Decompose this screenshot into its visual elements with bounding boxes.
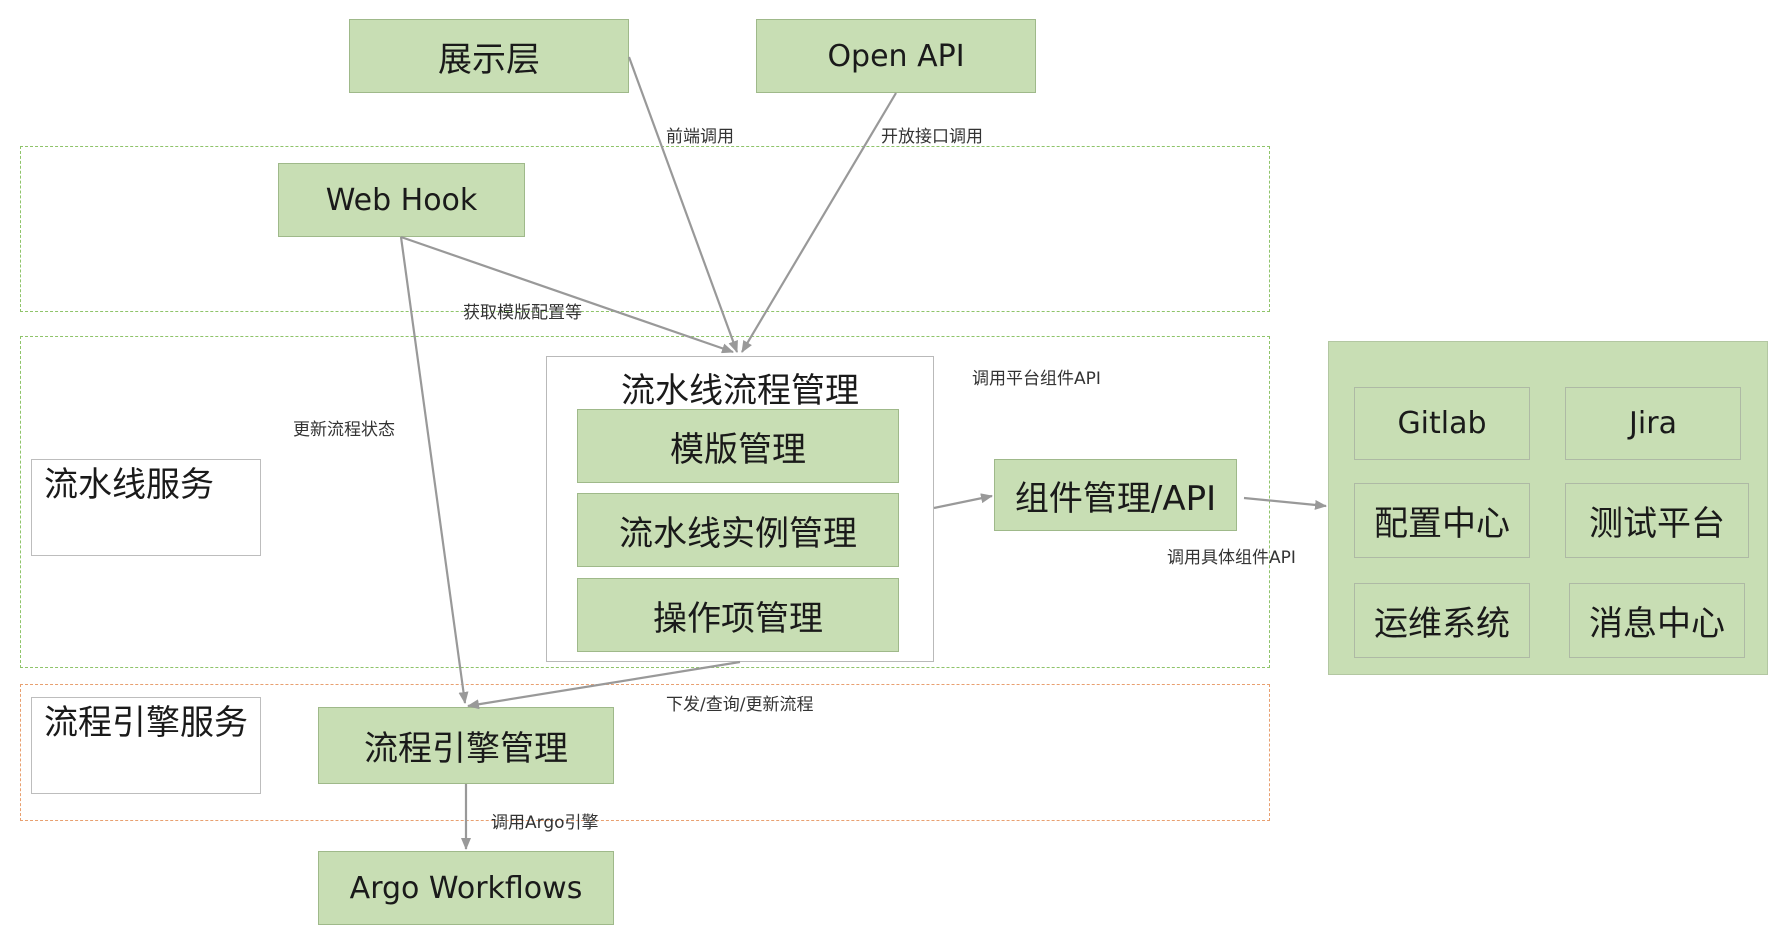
jira-label: Jira — [1629, 406, 1677, 441]
arrow-component-api — [933, 493, 993, 510]
jira-box: Jira — [1565, 387, 1741, 460]
component-api-label: 组件管理/API — [1014, 478, 1217, 519]
engine-service-region — [20, 684, 1270, 821]
ops-system-label: 运维系统 — [1374, 604, 1510, 644]
edge-label-call-component-api: 调用具体组件API — [1167, 548, 1296, 568]
template-mgmt-label: 模版管理 — [670, 429, 806, 470]
arrow-open-api-call — [741, 92, 897, 353]
arrow-frontend-call — [627, 56, 739, 353]
webhook-label: Web Hook — [325, 182, 478, 218]
pipeline-service-text: 流水线服务 — [44, 465, 214, 505]
config-center-label: 配置中心 — [1374, 504, 1510, 544]
gitlab-box: Gitlab — [1354, 387, 1530, 460]
pipeline-service-label: 流水线服务 — [31, 459, 261, 556]
edge-label-dispatch: 下发/查询/更新流程 — [666, 695, 814, 715]
engine-service-text: 流程引擎服务 — [44, 703, 248, 743]
argo-workflows-label: Argo Workflows — [349, 870, 583, 906]
presentation-layer-box: 展示层 — [349, 19, 629, 93]
pipeline-flow-group-title: 流水线流程管理 — [621, 371, 859, 411]
engine-service-label: 流程引擎服务 — [31, 697, 261, 794]
open-api-label: Open API — [827, 38, 965, 74]
argo-workflows-box: Argo Workflows — [318, 851, 614, 925]
arrow-update-status — [399, 236, 469, 704]
message-center-label: 消息中心 — [1589, 604, 1725, 644]
arrow-platform-api — [1243, 496, 1327, 510]
edge-label-frontend-call: 前端调用 — [666, 127, 734, 147]
template-mgmt-box: 模版管理 — [577, 409, 899, 483]
operation-mgmt-label: 操作项管理 — [653, 598, 823, 639]
message-center-box: 消息中心 — [1569, 583, 1745, 658]
edge-label-call-argo: 调用Argo引擎 — [491, 813, 599, 833]
webhook-region — [20, 146, 1270, 312]
open-api-box: Open API — [756, 19, 1036, 93]
arrow-dispatch — [467, 660, 741, 710]
instance-mgmt-box: 流水线实例管理 — [577, 493, 899, 567]
engine-mgmt-label: 流程引擎管理 — [364, 729, 568, 769]
engine-mgmt-box: 流程引擎管理 — [318, 707, 614, 784]
ops-system-box: 运维系统 — [1354, 583, 1530, 658]
edge-label-open-api-call: 开放接口调用 — [881, 127, 983, 147]
webhook-box: Web Hook — [278, 163, 525, 237]
edge-label-fetch-template: 获取模版配置等 — [463, 303, 582, 323]
config-center-box: 配置中心 — [1354, 483, 1530, 558]
test-platform-label: 测试平台 — [1589, 504, 1725, 544]
component-api-box: 组件管理/API — [994, 459, 1237, 531]
edge-label-update-status: 更新流程状态 — [293, 420, 395, 440]
operation-mgmt-box: 操作项管理 — [577, 578, 899, 652]
instance-mgmt-label: 流水线实例管理 — [619, 513, 857, 554]
presentation-layer-label: 展示层 — [438, 39, 540, 80]
pipeline-service-region — [20, 336, 1270, 668]
edge-label-call-platform-api: 调用平台组件API — [972, 369, 1101, 389]
test-platform-box: 测试平台 — [1565, 483, 1749, 558]
arrow-fetch-template — [400, 235, 734, 354]
gitlab-label: Gitlab — [1397, 406, 1487, 441]
